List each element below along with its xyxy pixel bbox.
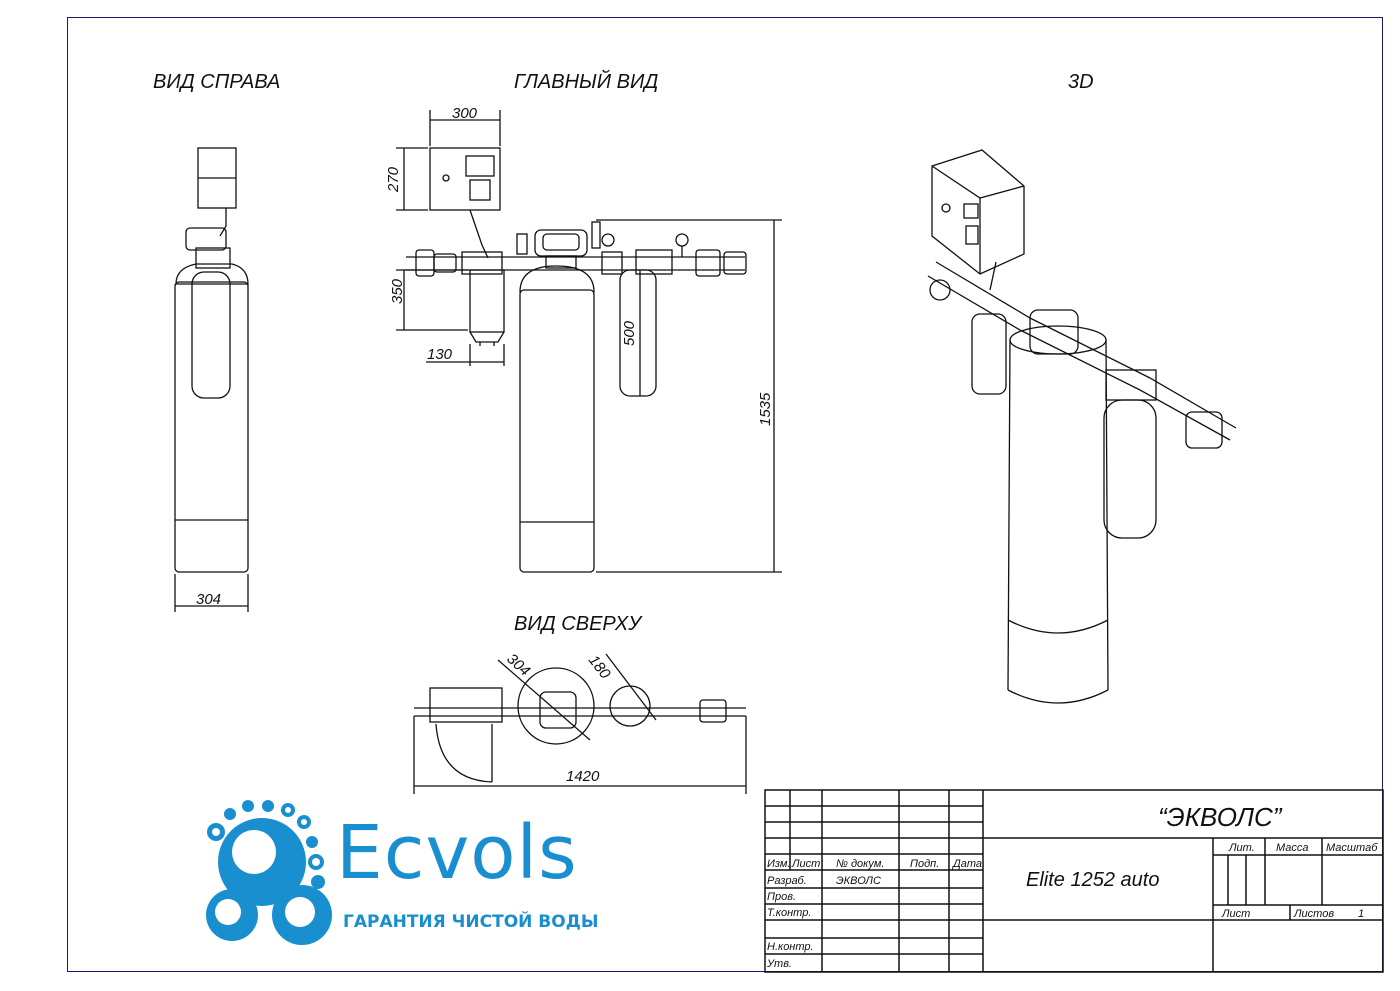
tb-sheets-count: 1: [1358, 908, 1364, 920]
tb-prov: Пров.: [767, 891, 796, 903]
3d-controller: [931, 149, 1025, 275]
top-view-title: ВИД СВЕРХУ: [514, 613, 641, 635]
tb-sign: Подп.: [910, 858, 939, 870]
tb-product: Elite 1252 auto: [1026, 869, 1159, 891]
ecvols-slogan: ГАРАНТИЯ ЧИСТОЙ ВОДЫ: [343, 912, 599, 932]
tb-sheets: Листов: [1293, 908, 1334, 920]
dim-350: 350: [389, 278, 406, 304]
top-view: [413, 653, 747, 794]
left-filter: [469, 269, 505, 333]
top-tank: [517, 667, 595, 745]
tb-massa: Масса: [1276, 842, 1309, 854]
dim-300: 300: [452, 105, 478, 122]
tb-nkontr: Н.контр.: [767, 941, 814, 953]
dim-304-right: 304: [196, 591, 221, 608]
valve-side: [185, 227, 227, 251]
tb-masshtab: Масштаб: [1326, 842, 1378, 854]
right-view-title: ВИД СПРАВА: [153, 71, 281, 93]
main-tank: [519, 289, 595, 573]
tb-razrab: Разраб.: [767, 875, 807, 887]
tb-list-col: Лист: [791, 858, 820, 870]
dim-130: 130: [427, 346, 453, 363]
valve-body-side: [195, 247, 231, 269]
main-view: [396, 110, 782, 573]
tb-company: “ЭКВОЛС”: [1158, 802, 1283, 832]
ecvols-logo-wordmark: Ecvols: [336, 810, 578, 896]
tb-izm: Изм.: [767, 858, 790, 870]
dim-270: 270: [385, 166, 402, 193]
top-filter: [609, 685, 651, 727]
3d-view: [927, 149, 1237, 704]
tb-doc: № докум.: [836, 858, 884, 870]
dim-1420: 1420: [566, 768, 600, 785]
tb-sheet: Лист: [1221, 908, 1250, 920]
dim-180: 180: [585, 652, 614, 683]
controller-box: [429, 147, 501, 211]
right-filter: [191, 271, 231, 399]
tb-tkontr: Т.контр.: [767, 907, 811, 919]
tb-utv: Утв.: [766, 958, 792, 970]
tb-razrab-name: ЭКВОЛС: [836, 875, 881, 887]
drawing-frame: [67, 17, 1383, 972]
dim-1535: 1535: [757, 392, 774, 426]
3d-view-title: 3D: [1068, 71, 1094, 93]
tb-lit: Лит.: [1228, 842, 1255, 854]
title-block: [764, 789, 1384, 973]
right-view: [174, 147, 249, 612]
dim-500: 500: [621, 320, 638, 346]
main-view-title: ГЛАВНЫЙ ВИД: [514, 71, 659, 93]
right-filter-housing: [619, 269, 657, 397]
dim-304-top: 304: [503, 650, 533, 679]
tb-date: Дата: [951, 858, 982, 870]
top-controller: [429, 687, 503, 723]
right-tank: [174, 281, 249, 573]
3d-filter-housing: [1103, 399, 1157, 539]
